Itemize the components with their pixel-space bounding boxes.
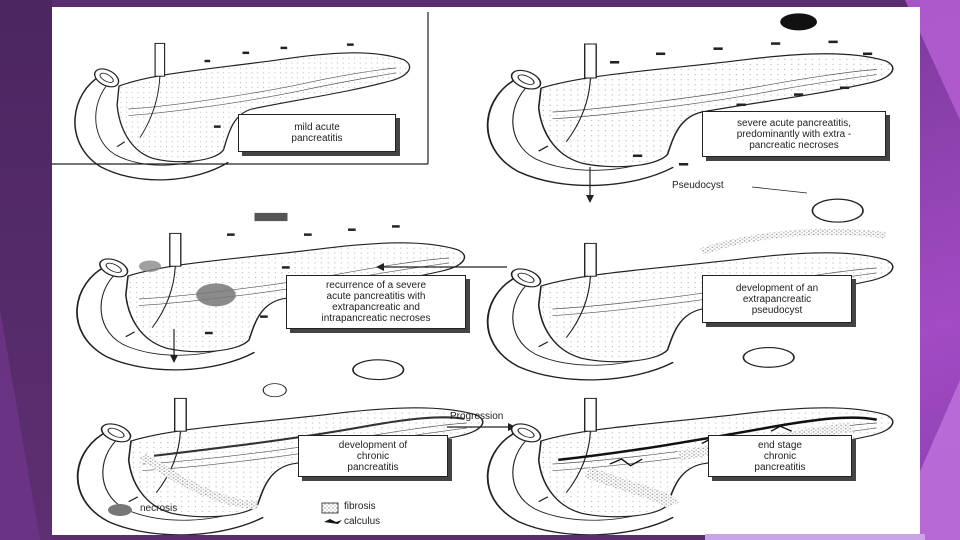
panel-chronic-development: [76, 359, 484, 535]
fibrosis-swatch: [321, 502, 339, 514]
label-pseudocyst: development of an extrapancreatic pseudo…: [702, 275, 852, 323]
legend-necrosis: necrosis: [140, 503, 178, 514]
panel-mild-acute: [74, 42, 411, 181]
label-chronic-development: development of chronic pancreatitis: [298, 435, 448, 477]
label-recurrence: recurrence of a severe acute pancreatiti…: [286, 275, 466, 329]
legend-fibrosis: fibrosis: [344, 501, 376, 512]
legend-calculus: calculus: [344, 516, 381, 527]
calculus-swatch: [324, 519, 342, 524]
panel-recurrence: [76, 212, 466, 371]
panel-severe-acute: [486, 13, 894, 187]
panel-pseudocyst: [486, 198, 894, 381]
label-end-stage: end stage chronic pancreatitis: [708, 435, 852, 477]
necrosis-swatch: [108, 504, 132, 516]
pancreatitis-figure: mild acute pancreatitis severe acute pan…: [52, 7, 920, 535]
callout-pseudocyst: Pseudocyst: [672, 180, 724, 191]
label-severe-acute: severe acute pancreatitis, predominantly…: [702, 111, 886, 157]
slide-bottom-accent: [705, 534, 925, 540]
slide-decoration-bottom-left: [0, 310, 40, 540]
label-mild-acute: mild acute pancreatitis: [238, 114, 396, 152]
label-progression: Progression: [450, 411, 504, 422]
